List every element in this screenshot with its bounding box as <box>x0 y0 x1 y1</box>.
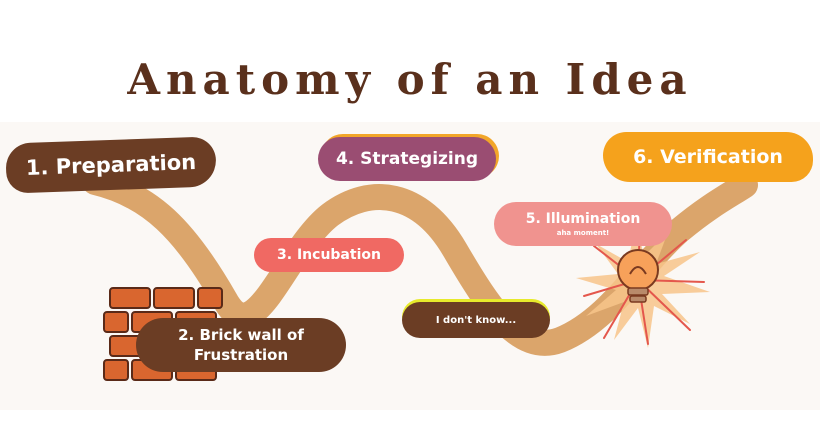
illumination-note: aha moment! <box>556 229 610 237</box>
stage-illumination: 5. Illumination aha moment! <box>494 202 672 246</box>
stage-brick-wall: 2. Brick wall of Frustration <box>136 318 346 372</box>
stage-strategizing: 4. Strategizing <box>318 137 496 181</box>
illumination-label: 5. Illumination <box>525 211 641 227</box>
stage-verification: 6. Verification <box>603 132 813 182</box>
stage-incubation: 3. Incubation <box>254 238 404 272</box>
lightbulb-icon <box>576 222 710 348</box>
stage-preparation: 1. Preparation <box>5 136 217 194</box>
stage-dont-know: I don't know... <box>402 302 550 338</box>
diagram-title: Anatomy of an Idea <box>127 55 693 104</box>
